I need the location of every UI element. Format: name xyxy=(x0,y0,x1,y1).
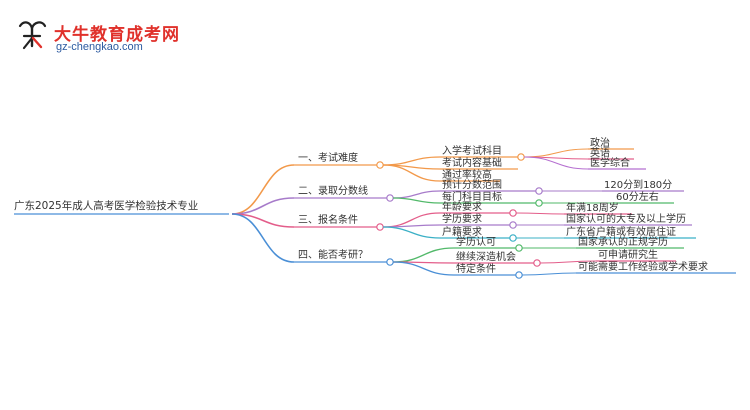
branch-connector xyxy=(231,164,295,215)
branch-node-dot xyxy=(386,258,394,266)
branch-label: 二、录取分数线 xyxy=(298,184,368,197)
sub-connector xyxy=(382,164,441,182)
leaf-connector xyxy=(523,156,589,170)
leaf-connector xyxy=(523,148,589,158)
sub-connector xyxy=(392,247,455,263)
brand-url: gz-chengkao.com xyxy=(56,41,143,53)
brand-name: 大牛教育成考网 xyxy=(54,25,180,45)
sub-node-dot xyxy=(509,209,517,217)
sub-label: 入学考试科目 xyxy=(442,144,502,157)
leaf-label: 国家认可的大专及以上学历 xyxy=(566,212,686,225)
sub-node-dot xyxy=(509,234,517,242)
sub-label: 年龄要求 xyxy=(442,200,482,213)
leaf-connector xyxy=(539,260,597,264)
sub-node-dot xyxy=(533,259,541,267)
leaf-label: 可能需要工作经验或学术要求 xyxy=(578,260,708,273)
sub-label: 每门科目目标 xyxy=(442,190,502,203)
leaf-connector xyxy=(521,272,577,276)
sub-label: 通过率较高 xyxy=(442,168,492,181)
ox-logo-icon xyxy=(18,21,47,50)
leaf-label: 政治 xyxy=(590,136,610,149)
sub-node-dot xyxy=(515,244,523,252)
sub-connector xyxy=(382,156,441,166)
leaf-label: 医学综合 xyxy=(590,156,630,169)
branch-label: 三、报名条件 xyxy=(298,213,358,226)
branch-node-dot xyxy=(376,223,384,231)
branch-label: 一、考试难度 xyxy=(298,151,358,164)
root-node: 广东2025年成人高考医学检验技术专业 xyxy=(14,199,198,212)
leaf-label: 年满18周岁 xyxy=(566,201,619,214)
sub-connector xyxy=(392,197,441,204)
leaf-label: 国家承认的正规学历 xyxy=(578,235,668,248)
branch-connector xyxy=(231,213,295,263)
sub-node-dot xyxy=(517,153,525,161)
sub-connector xyxy=(382,226,441,239)
sub-label: 继续深造机会 xyxy=(456,250,516,263)
branch-node-dot xyxy=(386,194,394,202)
sub-label: 学历要求 xyxy=(442,212,482,225)
leaf-label: 120分到180分 xyxy=(604,179,672,191)
leaf-label: 可申请研究生 xyxy=(598,248,658,261)
branch-label: 四、能否考研？ xyxy=(298,248,368,261)
sub-connector xyxy=(392,190,441,199)
sub-label: 学历认可 xyxy=(456,235,496,248)
leaf-connector xyxy=(515,212,565,215)
sub-node-dot xyxy=(535,199,543,207)
sub-label: 户籍要求 xyxy=(442,225,482,238)
sub-label: 特定条件 xyxy=(456,262,496,275)
sub-node-dot xyxy=(535,187,543,195)
sub-node-dot xyxy=(509,221,517,229)
branch-node-dot xyxy=(376,161,384,169)
sub-connector xyxy=(392,261,455,276)
leaf-label: 广东省户籍或有效居住证 xyxy=(566,225,676,238)
sub-label: 预计分数范围 xyxy=(442,178,502,191)
leaf-label: 英语 xyxy=(590,146,610,159)
leaf-label: 60分左右 xyxy=(616,190,659,203)
sub-node-dot xyxy=(515,271,523,279)
sub-label: 考试内容基础 xyxy=(442,156,502,169)
